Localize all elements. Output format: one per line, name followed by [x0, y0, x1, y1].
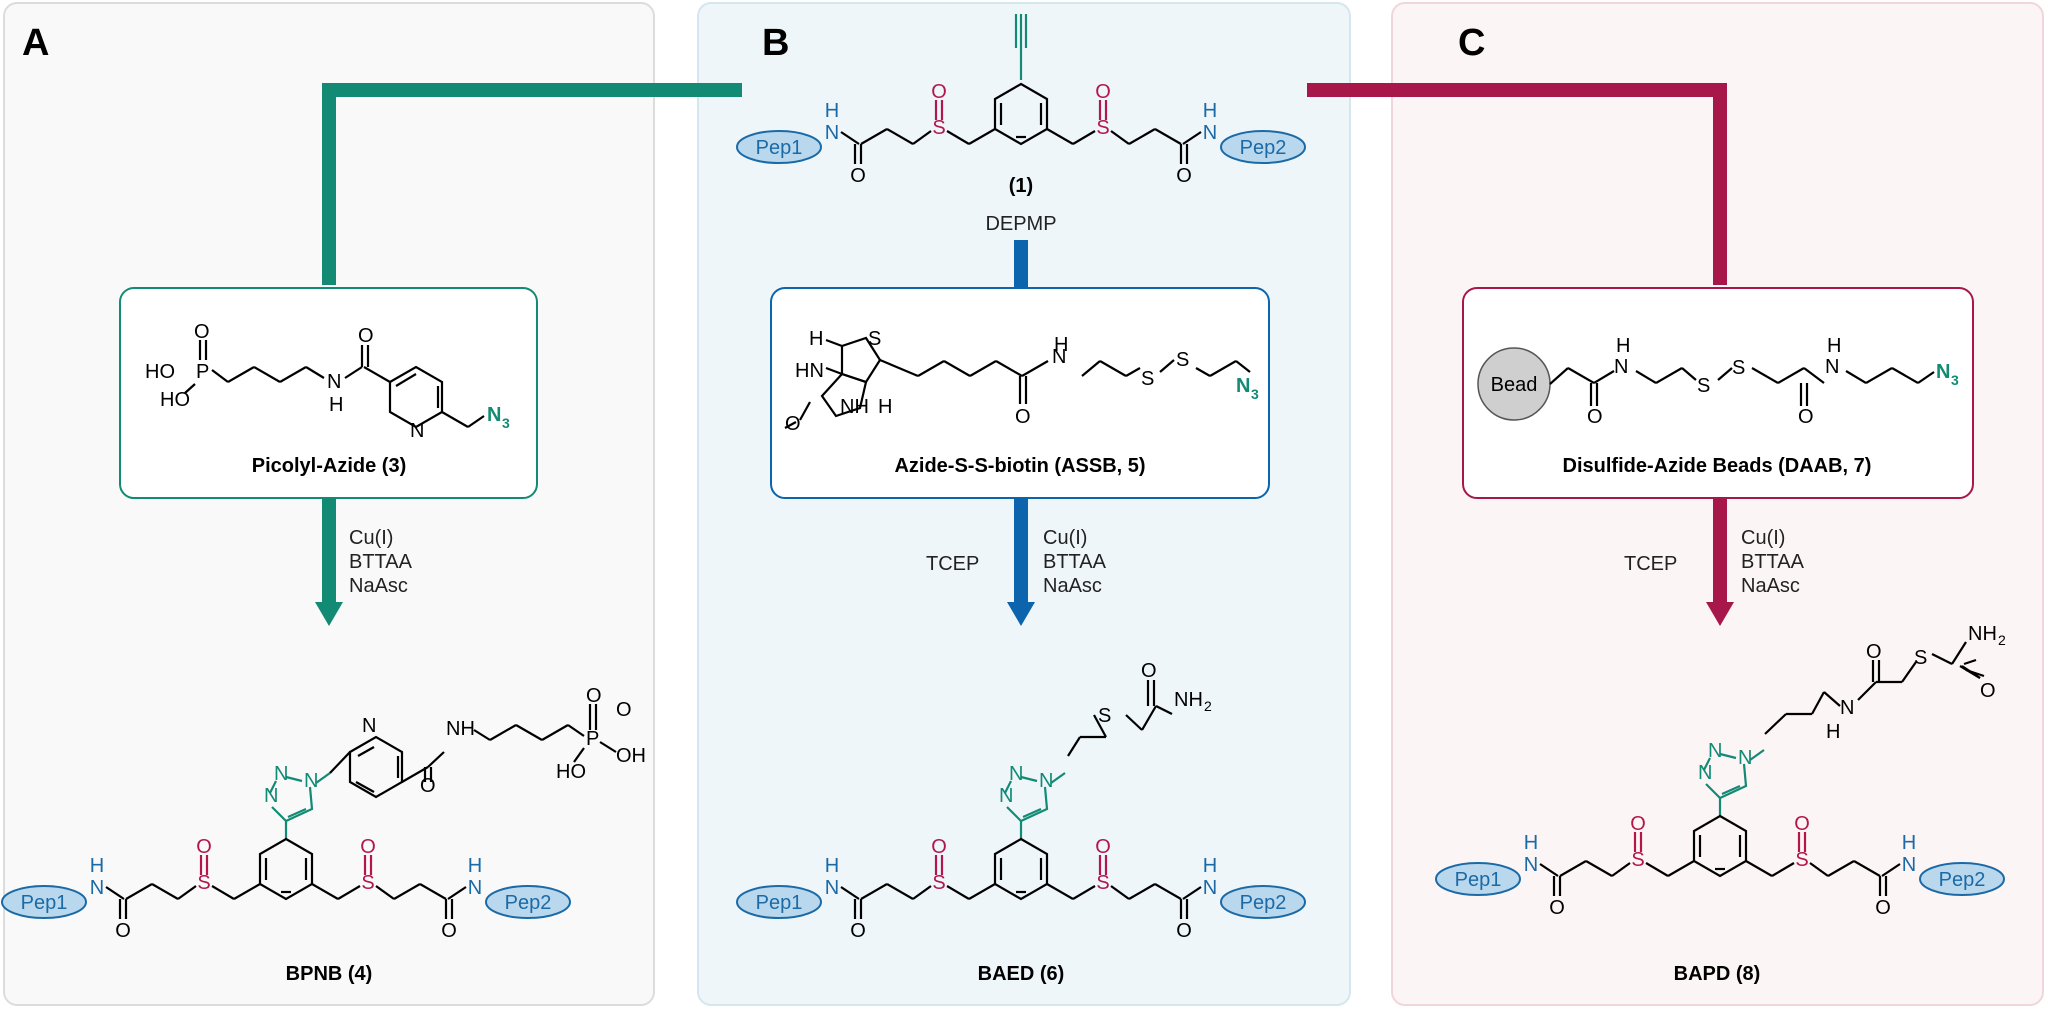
product-bapd-structure: N H O S NH 2 O [1434, 623, 2006, 921]
svg-text:H: H [329, 394, 343, 416]
svg-text:HO: HO [145, 361, 175, 383]
svg-text:S: S [1697, 375, 1710, 397]
svg-text:NH: NH [840, 396, 869, 418]
svg-text:OH: OH [616, 745, 646, 767]
svg-text:NH: NH [1968, 623, 1997, 645]
product-name-a: BPNB (4) [286, 963, 373, 985]
product-name-c: BAPD (8) [1674, 963, 1761, 985]
svg-text:N: N [362, 715, 376, 737]
svg-text:O: O [1980, 680, 1996, 702]
reagent-box-c [1462, 287, 1974, 499]
svg-text:S: S [1732, 357, 1745, 379]
svg-text:S: S [1141, 368, 1154, 390]
svg-text:N: N [1614, 356, 1628, 378]
svg-text:O: O [1141, 660, 1157, 682]
svg-text:S: S [1098, 705, 1111, 727]
reagent-name-a: Picolyl-Azide (3) [252, 455, 406, 477]
svg-text:O: O [1798, 406, 1814, 428]
reagent-name-b: Azide-S-S-biotin (ASSB, 5) [894, 455, 1145, 477]
product-bpnb-structure: N NH O P O O OH HO [0, 685, 646, 944]
svg-text:P: P [196, 361, 209, 383]
svg-text:N: N [1840, 697, 1854, 719]
side-condition-c: TCEP [1624, 553, 1677, 575]
svg-text:Cu(I): Cu(I) [1741, 527, 1785, 549]
svg-text:H: H [1054, 334, 1068, 356]
svg-text:S: S [1176, 349, 1189, 371]
svg-text:N: N [327, 371, 341, 393]
svg-text:2: 2 [1204, 698, 1212, 714]
connector-a [322, 83, 742, 285]
svg-text:NaAsc: NaAsc [1043, 575, 1102, 597]
svg-text:O: O [194, 321, 210, 343]
svg-text:O: O [616, 699, 632, 721]
picolyl-azide-structure: O P HO HO N H O N N 3 [145, 321, 510, 442]
arrow-a [315, 497, 343, 626]
svg-text:3: 3 [502, 415, 510, 431]
svg-text:BTTAA: BTTAA [1741, 551, 1805, 573]
daab-structure: Bead N H O S S N H O N 3 [1477, 335, 1959, 428]
panel-label-a: A [22, 22, 50, 64]
svg-text:N: N [410, 420, 424, 442]
svg-text:HO: HO [556, 761, 586, 783]
svg-text:S: S [868, 328, 881, 350]
conditions-b: Cu(I) BTTAA NaAsc [1043, 527, 1107, 597]
svg-text:2: 2 [1998, 632, 2006, 648]
svg-text:N: N [1052, 346, 1066, 368]
start-label: (1) [1009, 175, 1033, 197]
svg-text:NaAsc: NaAsc [349, 575, 408, 597]
svg-text:H: H [878, 396, 892, 418]
svg-text:H: H [1827, 335, 1841, 357]
arrow-b [1007, 497, 1035, 626]
svg-text:Cu(I): Cu(I) [349, 527, 393, 549]
svg-text:N: N [1825, 356, 1839, 378]
pre-reagent-depmp: DEPMP [985, 213, 1056, 235]
product-baed-structure: S O NH 2 [735, 660, 1307, 944]
svg-text:N: N [1936, 361, 1950, 383]
svg-text:HO: HO [160, 389, 190, 411]
svg-text:O: O [1866, 641, 1882, 663]
svg-text:N: N [1236, 375, 1250, 397]
svg-text:3: 3 [1951, 372, 1959, 388]
bead-label: Bead [1491, 374, 1538, 396]
product-name-b: BAED (6) [978, 963, 1065, 985]
svg-text:3: 3 [1251, 386, 1259, 402]
side-condition-b: TCEP [926, 553, 979, 575]
reagent-name-c: Disulfide-Azide Beads (DAAB, 7) [1563, 455, 1872, 477]
svg-text:P: P [586, 728, 599, 750]
svg-text:NaAsc: NaAsc [1741, 575, 1800, 597]
panel-label-c: C [1458, 22, 1486, 64]
svg-text:NH: NH [446, 718, 475, 740]
panel-label-b: B [762, 22, 790, 64]
conditions-c: Cu(I) BTTAA NaAsc [1741, 527, 1805, 597]
svg-text:S: S [1914, 647, 1927, 669]
svg-text:O: O [420, 775, 436, 797]
svg-text:H: H [1616, 335, 1630, 357]
arrow-c [1706, 497, 1734, 626]
svg-text:H: H [1826, 721, 1840, 743]
svg-text:HN: HN [795, 360, 824, 382]
assb-structure: S H HN O NH H N H O S S N 3 [784, 328, 1259, 435]
starting-material-1 [735, 14, 1307, 189]
conditions-a: Cu(I) BTTAA NaAsc [349, 527, 413, 597]
svg-text:BTTAA: BTTAA [1043, 551, 1107, 573]
connector-c [1307, 83, 1727, 285]
svg-text:NH: NH [1174, 689, 1203, 711]
reagent-box-a [119, 287, 538, 499]
svg-text:O: O [586, 685, 602, 707]
svg-text:O: O [358, 325, 374, 347]
svg-text:O: O [1015, 406, 1031, 428]
svg-text:H: H [809, 328, 823, 350]
svg-text:Cu(I): Cu(I) [1043, 527, 1087, 549]
svg-text:BTTAA: BTTAA [349, 551, 413, 573]
svg-text:N: N [487, 404, 501, 426]
svg-text:O: O [785, 413, 801, 435]
svg-text:O: O [1587, 406, 1603, 428]
